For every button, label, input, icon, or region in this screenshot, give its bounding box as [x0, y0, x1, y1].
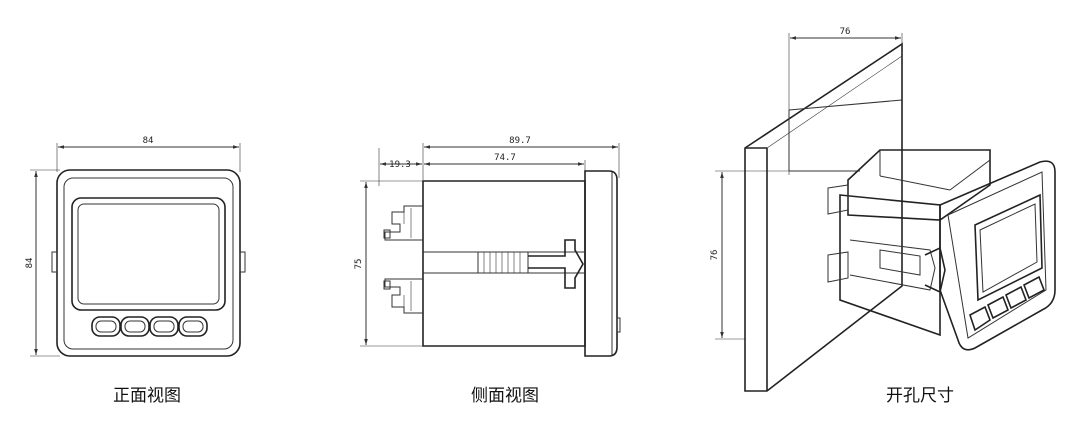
- front-view-caption: 正面视图: [113, 386, 181, 406]
- cutout-height-label: 76: [710, 250, 720, 261]
- side-body-depth-label: 74.7: [494, 153, 516, 163]
- meter-3d-buttons: [969, 275, 1046, 332]
- mounting-panel: [744, 42, 903, 392]
- side-height-dimension: 75: [354, 180, 425, 347]
- side-height-label: 75: [354, 259, 364, 270]
- front-width-dimension: 84: [56, 136, 241, 172]
- front-right-clip: [239, 251, 246, 273]
- side-clip-label: 19.3: [389, 160, 411, 170]
- meter-3d: [827, 149, 1056, 351]
- side-total-depth-dimension: 89.7: [424, 136, 618, 149]
- side-rail-slot: [423, 239, 585, 289]
- front-width-label: 84: [143, 136, 154, 146]
- front-height-label: 84: [25, 258, 35, 269]
- meter-3d-screen: [974, 193, 1043, 302]
- display-screen: [77, 203, 220, 305]
- side-upper-clip: [383, 205, 423, 241]
- front-button-3: [149, 316, 179, 337]
- cutout-view-caption: 开孔尺寸: [886, 386, 954, 406]
- cutout-hole: [788, 99, 903, 172]
- front-button-2: [120, 316, 150, 337]
- side-housing: [422, 180, 586, 347]
- side-lower-clip: [383, 278, 423, 314]
- front-button-row: [91, 316, 208, 337]
- display-window: [71, 197, 226, 311]
- side-body-depth-dimension: 74.7: [424, 153, 584, 166]
- side-view: 89.7 74.7 19.3 75: [354, 136, 621, 406]
- front-left-clip: [51, 251, 58, 273]
- front-view: 84 84 正面视图: [25, 136, 246, 406]
- front-bezel-inner: [63, 177, 234, 350]
- side-front-bezel: [584, 170, 618, 357]
- side-total-depth-label: 89.7: [509, 136, 531, 146]
- cutout-height-dimension: 76: [710, 170, 790, 340]
- front-button-4: [178, 316, 208, 337]
- cutout-view: 76 76: [710, 27, 1056, 406]
- side-clip-dimension: 19.3: [380, 160, 422, 170]
- front-height-dimension: 84: [25, 169, 60, 357]
- cutout-width-label: 76: [840, 27, 851, 37]
- side-view-caption: 侧面视图: [471, 386, 539, 406]
- front-button-1: [91, 316, 121, 337]
